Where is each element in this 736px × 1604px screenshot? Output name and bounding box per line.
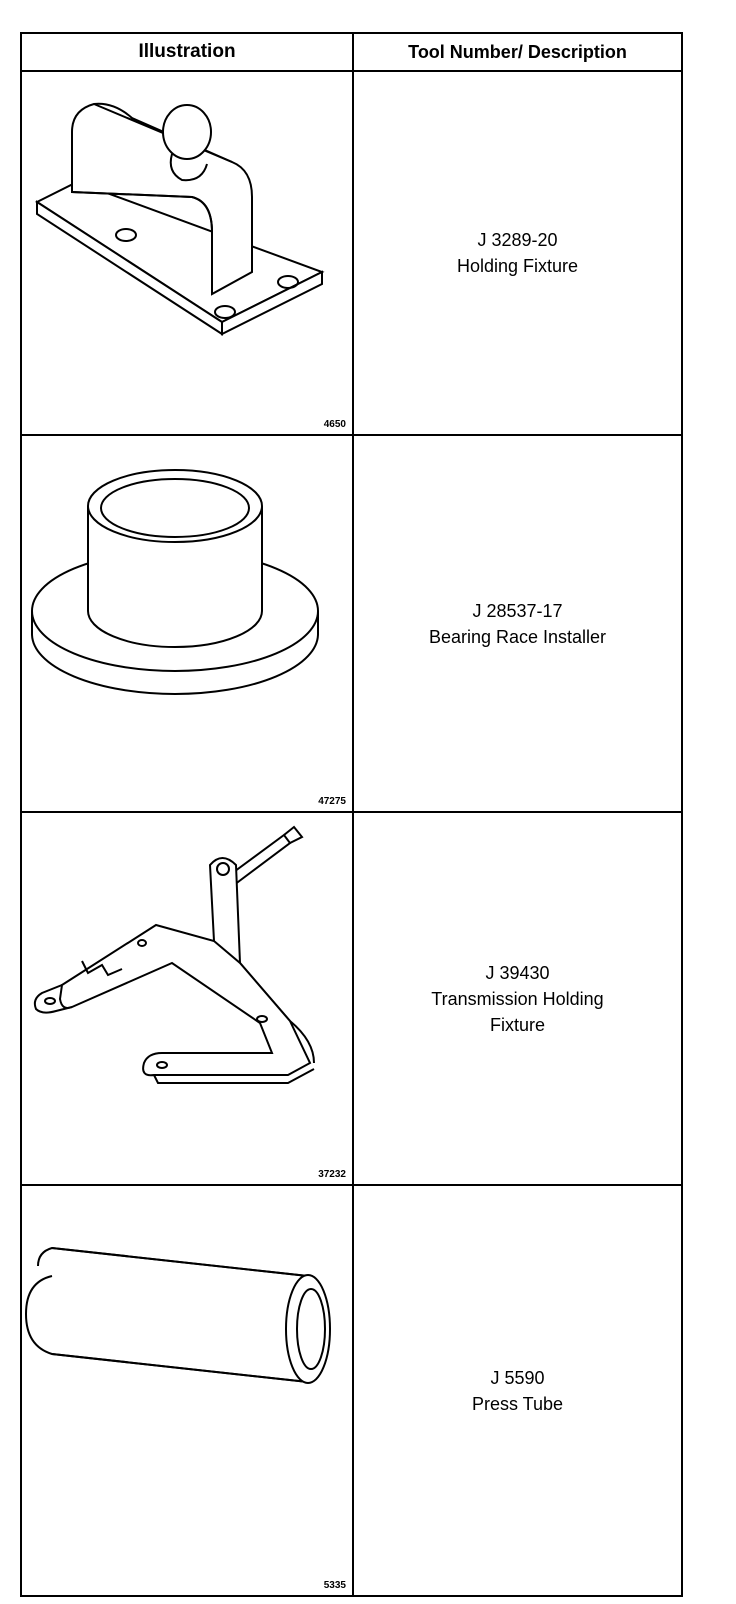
tool-number: J 39430	[485, 962, 550, 983]
tool-description-line: Holding Fixture	[456, 256, 579, 276]
tool-number: J 3289-20	[477, 230, 558, 250]
illustration-cell: 5335	[22, 1186, 352, 1595]
table-header: Illustration Tool Number/ Description	[22, 34, 681, 72]
illustration-cell: 47275	[22, 436, 352, 811]
illustration-cell: 4650	[22, 72, 352, 434]
figure-number: 5335	[323, 1580, 346, 1591]
description-cell: J 3289-20 Holding Fixture	[354, 72, 681, 434]
header-illustration: Illustration	[138, 41, 236, 62]
figure-number: 47275	[318, 796, 346, 807]
table-row: 4650 J 3289-20 Holding Fixture	[22, 72, 681, 436]
description-cell: J 28537-17 Bearing Race Installer	[354, 436, 681, 811]
tool-description-line: Fixture	[489, 1014, 545, 1035]
transmission-holding-fixture-drawing	[33, 825, 315, 1084]
tool-description-line: Bearing Race Installer	[428, 626, 607, 647]
press-tube-drawing	[24, 1246, 331, 1384]
header-description: Tool Number/ Description	[408, 42, 627, 62]
tool-table: Illustration Tool Number/ Description	[20, 32, 683, 1597]
tool-number: J 28537-17	[472, 600, 563, 621]
tool-description-line: Transmission Holding	[431, 988, 604, 1009]
table-row: 37232 J 39430 Transmission Holding Fixtu…	[22, 813, 681, 1186]
holding-fixture-drawing	[34, 102, 325, 336]
table-row: 47275 J 28537-17 Bearing Race Installer	[22, 436, 681, 813]
tool-number: J 5590	[490, 1367, 545, 1388]
illustration-cell: 37232	[22, 813, 352, 1184]
tool-description-line: Press Tube	[471, 1393, 564, 1414]
table-row: 5335 J 5590 Press Tube	[22, 1186, 681, 1595]
description-cell: J 39430 Transmission Holding Fixture	[354, 813, 681, 1184]
figure-number: 4650	[323, 419, 346, 430]
column-divider	[352, 34, 354, 1595]
description-cell: J 5590 Press Tube	[354, 1186, 681, 1595]
figure-number: 37232	[318, 1169, 346, 1180]
bearing-race-installer-drawing	[31, 469, 319, 695]
